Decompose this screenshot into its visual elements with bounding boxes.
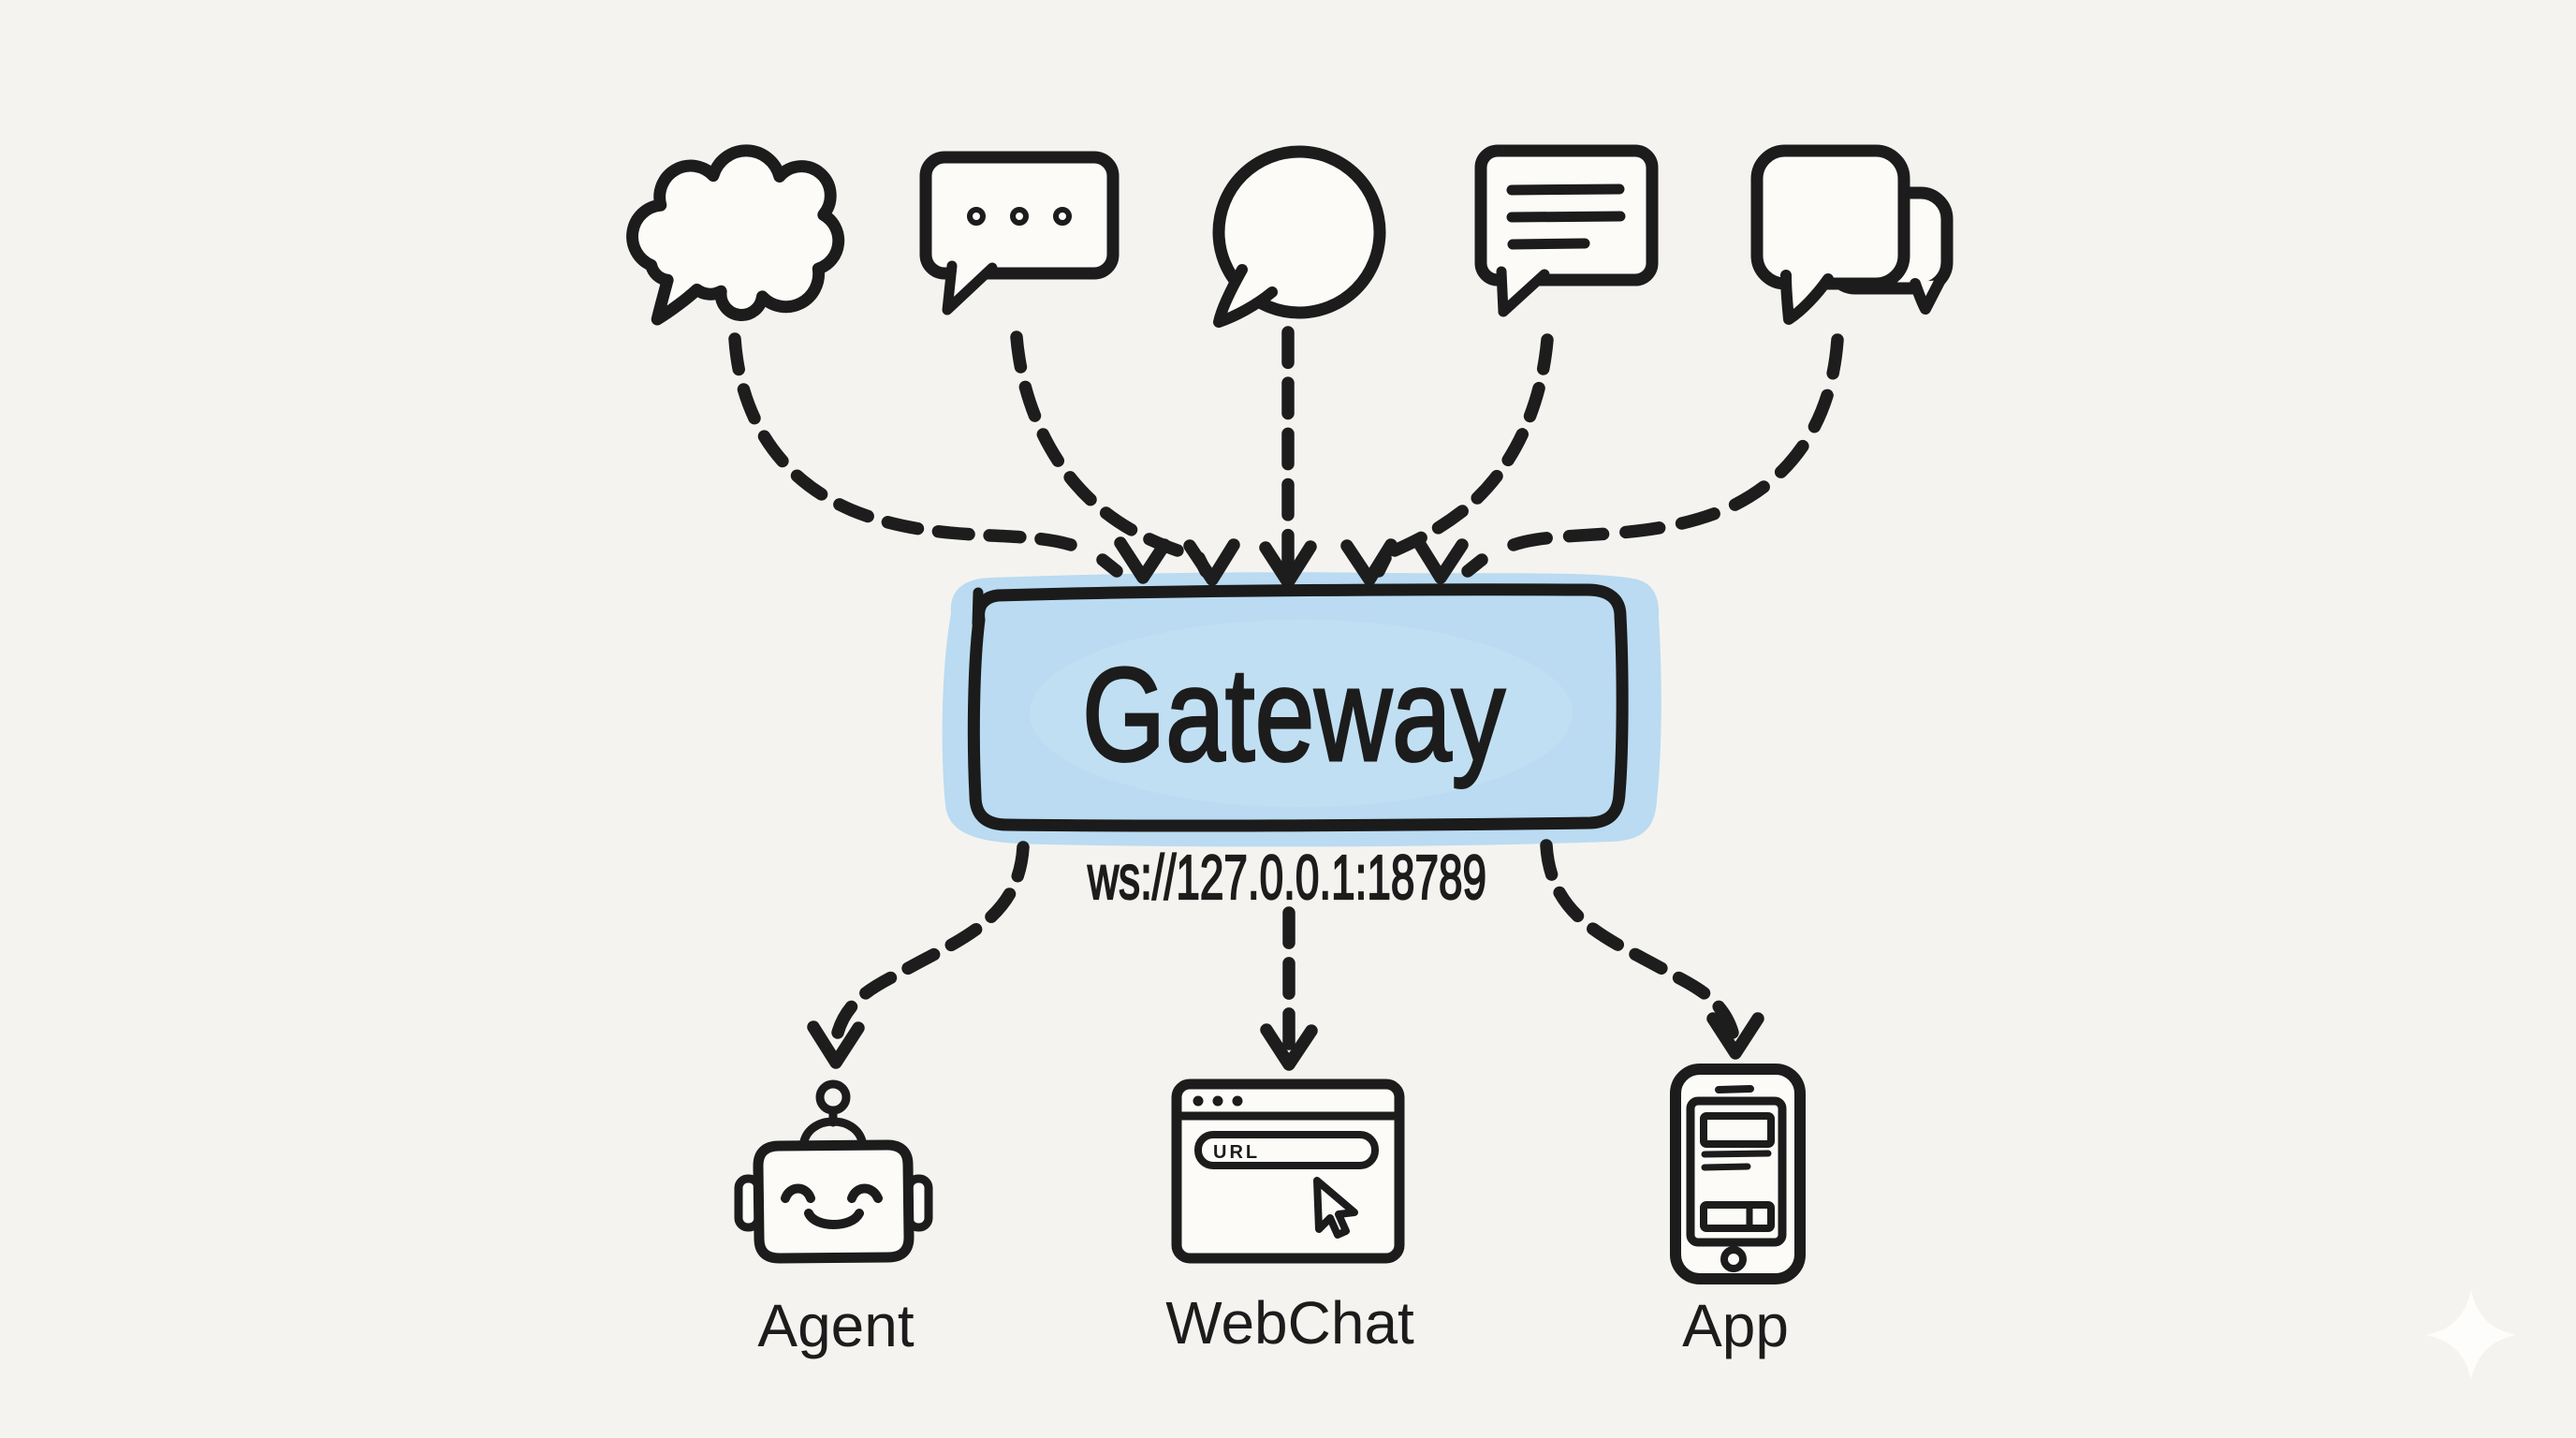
svg-text:Agent: Agent xyxy=(757,1292,914,1359)
svg-text:ws://127.0.0.1:18789: ws://127.0.0.1:18789 xyxy=(1087,843,1486,913)
svg-text:WebChat: WebChat xyxy=(1165,1289,1414,1357)
svg-text:App: App xyxy=(1682,1292,1789,1359)
svg-text:Gateway: Gateway xyxy=(1082,640,1505,789)
svg-text:URL: URL xyxy=(1213,1142,1260,1163)
